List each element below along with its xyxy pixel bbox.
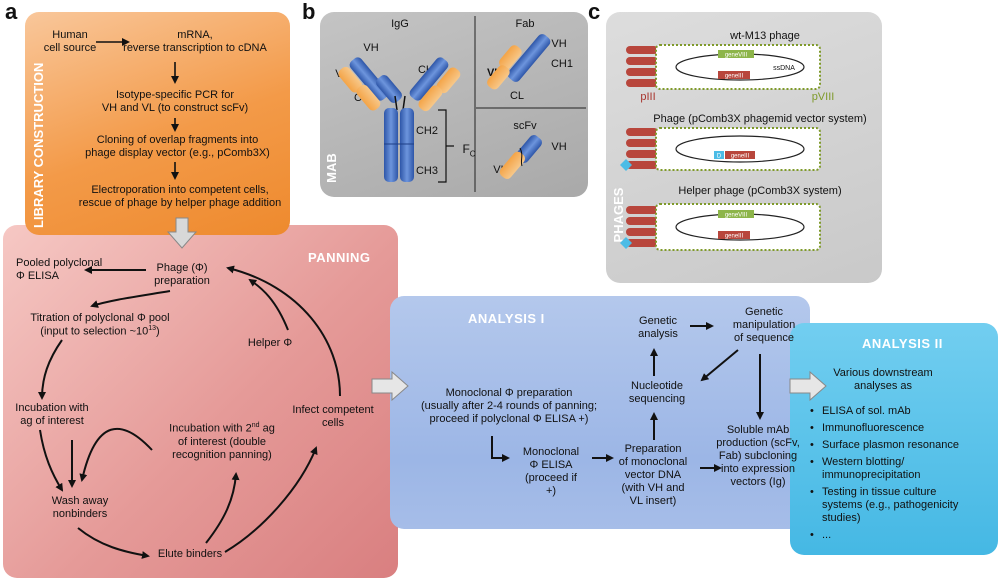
library-electro: Electroporation into competent cells, re… bbox=[78, 184, 282, 209]
mab-vl-label: VL bbox=[335, 68, 349, 80]
phage-wt-label: wt-M13 phage bbox=[730, 30, 800, 42]
panning-helper: Helper Φ bbox=[247, 337, 293, 349]
analysis1-box bbox=[390, 296, 810, 529]
panning-elute: Elute binders bbox=[157, 548, 223, 560]
analysis1-title: ANALYSIS I bbox=[468, 311, 545, 326]
phage-phagemid-label: Phage (pComb3X phagemid vector system) bbox=[653, 113, 867, 125]
analysis1-monoelisa: Monoclonal Φ ELISA (proceed if +) bbox=[522, 446, 580, 497]
mab-cl-label: CL bbox=[353, 92, 369, 104]
phage-pviii-label: pVIII bbox=[811, 91, 835, 103]
phages-box bbox=[606, 12, 882, 283]
mab-vh-label: VH bbox=[363, 42, 379, 54]
analysis1-seq: Nucleotide sequencing bbox=[628, 380, 686, 405]
library-pcr: Isotype-specific PCR for VH and VL (to c… bbox=[101, 89, 249, 114]
analysis2-title: ANALYSIS II bbox=[862, 336, 943, 351]
mab-fab-label: Fab bbox=[515, 18, 535, 30]
panel-letter-c: c bbox=[588, 0, 601, 24]
analysis2-item: ELISA of sol. mAb bbox=[810, 405, 990, 418]
analysis1-genan: Genetic analysis bbox=[638, 315, 678, 340]
scfv-vl-label: VL bbox=[493, 164, 507, 176]
mab-title: MAB bbox=[324, 153, 339, 183]
mab-fc-label: FC bbox=[462, 142, 476, 159]
panning-titration: Titration of polyclonal Φ pool(input to … bbox=[30, 312, 170, 338]
panning-pooled: Pooled polyclonal Φ ELISA bbox=[16, 257, 103, 282]
analysis2-list: ELISA of sol. mAb Immunofluorescence Sur… bbox=[810, 405, 990, 546]
fab-cl-label: CL bbox=[509, 90, 525, 102]
mab-scfv-label: scFv bbox=[513, 120, 537, 132]
panel-letter-b: b bbox=[302, 0, 316, 24]
fab-ch1-label: CH1 bbox=[550, 58, 573, 70]
panning-incubation: Incubation with ag of interest bbox=[15, 402, 89, 427]
library-mrna: mRNA, reverse transcription to cDNA bbox=[123, 29, 267, 54]
analysis1-monoprep: Monoclonal Φ preparation (usually after … bbox=[420, 387, 598, 425]
panning-infect: Infect competent cells bbox=[292, 404, 374, 429]
library-box bbox=[25, 12, 290, 235]
mab-ch2-label: CH2 bbox=[415, 125, 438, 137]
analysis2-item: Surface plasmon resonance bbox=[810, 439, 990, 452]
mab-ch3-label: CH3 bbox=[415, 165, 438, 177]
analysis1-soluble: Soluble mAb production (scFv, Fab) subcl… bbox=[716, 424, 800, 488]
scfv-vh-label: VH bbox=[551, 141, 567, 153]
analysis1-prepdna: Preparation of monoclonal vector DNA (wi… bbox=[618, 443, 688, 507]
fab-vl-label: VL bbox=[486, 67, 502, 79]
library-title: LIBRARY CONSTRUCTION bbox=[31, 62, 46, 228]
analysis2-item: Immunofluorescence bbox=[810, 422, 990, 435]
mab-ch1-label: CH1 bbox=[417, 64, 440, 76]
panning-prep: Phage (Φ) preparation bbox=[154, 262, 210, 287]
library-source: Human cell source bbox=[43, 29, 97, 54]
fab-vh-label: VH bbox=[551, 38, 567, 50]
library-cloning: Cloning of overlap fragments into phage … bbox=[85, 134, 270, 159]
analysis2-intro: Various downstream analyses as bbox=[833, 367, 933, 392]
analysis2-item: Testing in tissue culture systems (e.g.,… bbox=[810, 486, 990, 525]
analysis2-item: ... bbox=[810, 529, 990, 542]
panel-letter-a: a bbox=[5, 0, 18, 24]
analysis2-item: Western blotting/ immunoprecipitation bbox=[810, 456, 990, 482]
panning-wash: Wash away nonbinders bbox=[51, 495, 109, 520]
phage-piii-label: pIII bbox=[640, 91, 656, 103]
phages-title: PHAGES bbox=[611, 187, 626, 243]
analysis1-genman: Genetic manipulation of sequence bbox=[732, 306, 796, 344]
phage-helper-label: Helper phage (pComb3X system) bbox=[678, 185, 842, 197]
panning-title: PANNING bbox=[308, 250, 371, 265]
mab-igg-label: IgG bbox=[391, 18, 409, 30]
